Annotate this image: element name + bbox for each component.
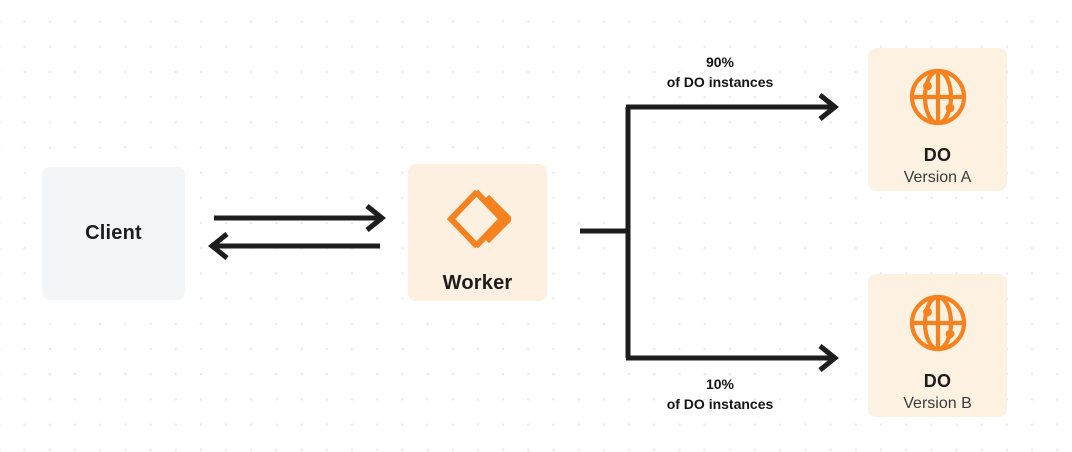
node-do-b-label: DO bbox=[923, 371, 952, 391]
node-do-version-b[interactable]: DO Version B bbox=[868, 274, 1007, 417]
edge-label-do-a-percent: 90% bbox=[705, 54, 735, 70]
edge-label-do-b-detail: of DO instances bbox=[666, 396, 774, 413]
node-worker[interactable]: Worker bbox=[408, 164, 547, 301]
node-client[interactable]: Client bbox=[42, 167, 185, 300]
globe-icon bbox=[907, 66, 969, 133]
node-worker-label: Worker bbox=[442, 272, 513, 294]
arrow-client-to-worker bbox=[214, 204, 387, 232]
connector-worker-branch bbox=[580, 107, 631, 358]
node-do-version-a[interactable]: DO Version A bbox=[868, 48, 1007, 191]
edge-label-do-a-detail: of DO instances bbox=[666, 74, 774, 91]
arrow-worker-to-do-a bbox=[626, 93, 840, 121]
node-do-a-version: Version A bbox=[903, 169, 972, 186]
globe-icon bbox=[907, 292, 969, 359]
cloudflare-workers-logo-icon bbox=[445, 186, 513, 257]
arrow-worker-to-client bbox=[207, 232, 380, 260]
node-do-a-label: DO bbox=[923, 145, 952, 165]
arrow-worker-to-do-b bbox=[626, 344, 840, 372]
edge-label-do-b: 10% of DO instances bbox=[617, 374, 823, 415]
edge-label-do-a: 90% of DO instances bbox=[617, 52, 823, 93]
edge-label-do-b-percent: 10% bbox=[705, 376, 735, 392]
node-do-b-version: Version B bbox=[903, 395, 972, 412]
node-client-label: Client bbox=[85, 222, 142, 244]
